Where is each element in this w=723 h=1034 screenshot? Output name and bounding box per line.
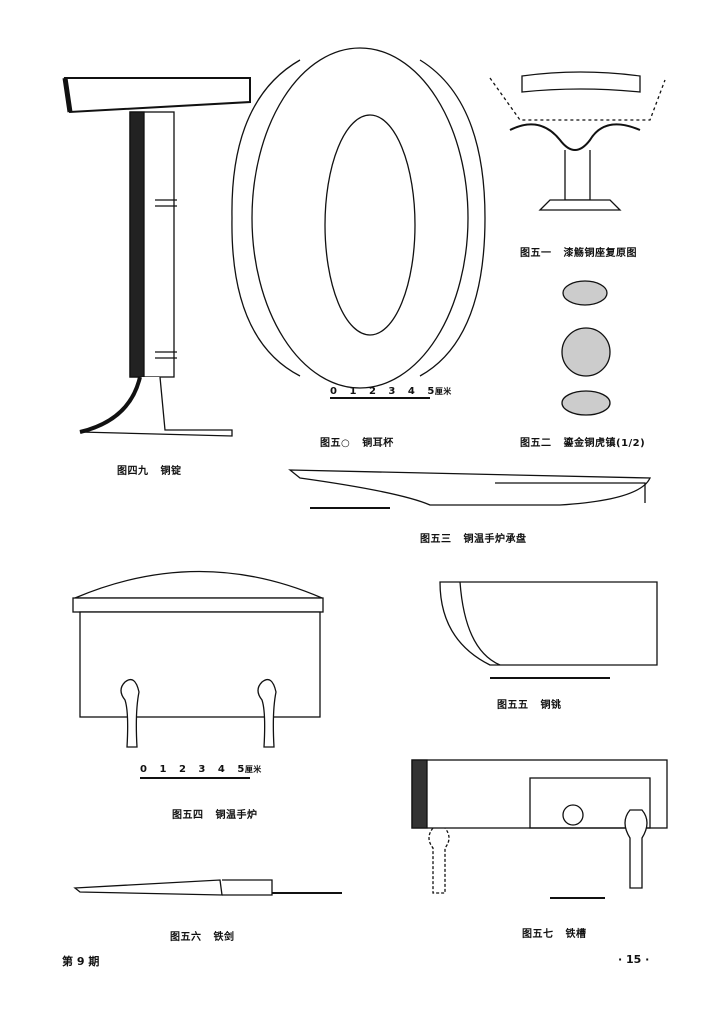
- figure-title: 铁剑: [213, 932, 235, 943]
- scale-tick: 1: [159, 764, 167, 775]
- caption-fig53: 图五三铜温手炉承盘: [420, 530, 539, 545]
- figure-number: 图五四: [172, 810, 204, 821]
- figure-title: 铁槽: [565, 929, 587, 940]
- figure-number: 图五三: [420, 534, 452, 545]
- figure-number: 图五七: [522, 929, 554, 940]
- fig56-drawing: [73, 879, 342, 896]
- figure-title: 铜温手炉: [215, 810, 258, 821]
- scale-tick: 5: [427, 386, 435, 397]
- scale-tick: 0: [140, 764, 148, 775]
- caption-fig54: 图五四铜温手炉: [172, 806, 270, 821]
- caption-fig55: 图五五铜铫: [497, 696, 574, 711]
- fig49-drawing: [62, 77, 251, 437]
- scale-unit: 厘米: [244, 765, 262, 774]
- caption-fig52: 图五二鎏金铜虎镇(1/2): [520, 434, 657, 449]
- figure-title: 铜锭: [160, 466, 182, 477]
- scale-tick: 5: [237, 764, 245, 775]
- scale-tick: 2: [178, 764, 187, 775]
- figure-number: 图五○: [320, 438, 351, 449]
- figure-number: 图五二: [520, 438, 552, 449]
- fig54-drawing: [72, 570, 324, 779]
- scale-tick: 4: [407, 386, 416, 397]
- figure-title: 铜耳杯: [362, 438, 394, 449]
- fig51-drawing: [489, 71, 666, 211]
- figure-title: 鎏金铜虎镇(1/2): [563, 438, 646, 449]
- figure-number: 图五六: [170, 932, 202, 943]
- figure-number: 图五一: [520, 248, 552, 259]
- caption-fig51: 图五一漆觞铜座复原图: [520, 244, 649, 259]
- fig53-drawing: [288, 469, 652, 509]
- scale-tick: 4: [217, 764, 226, 775]
- scale-tick: 2: [368, 386, 377, 397]
- page-number: · 15 ·: [618, 953, 650, 966]
- figure-number: 图五五: [497, 700, 529, 711]
- figure-title: 铜温手炉承盘: [463, 534, 527, 545]
- caption-fig57: 图五七铁槽: [522, 925, 599, 940]
- scale-unit: 厘米: [434, 387, 452, 396]
- figure-title: 铜铫: [540, 700, 562, 711]
- figure-title: 漆觞铜座复原图: [563, 248, 637, 259]
- fig55-drawing: [439, 581, 658, 679]
- fig52-drawing: [561, 280, 611, 416]
- scale-tick: 3: [388, 386, 396, 397]
- fig57-drawing: [411, 759, 668, 899]
- caption-fig49: 图四九铜锭: [117, 462, 194, 477]
- issue-number: 第 9 期: [62, 955, 100, 968]
- scale-tick: 3: [198, 764, 206, 775]
- scale-tick: 1: [349, 386, 357, 397]
- fig50-drawing: [231, 47, 486, 399]
- scale-tick: 0: [330, 386, 338, 397]
- caption-fig50: 图五○ 铜耳杯: [320, 434, 406, 449]
- caption-fig56: 图五六铁剑: [170, 928, 247, 943]
- figure-number: 图四九: [117, 466, 149, 477]
